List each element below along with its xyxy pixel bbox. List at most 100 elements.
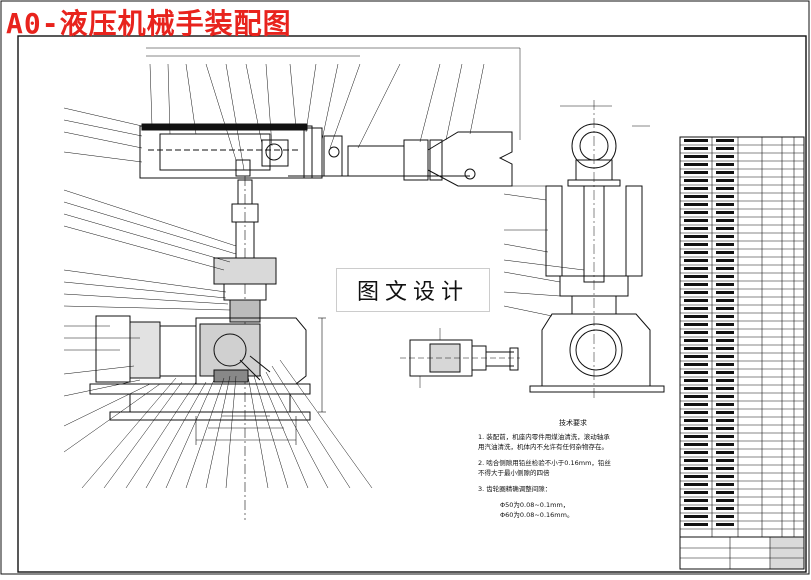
table-cell-text-mark [716,203,734,206]
table-cell-text-mark [716,251,734,254]
watermark-label: 图文设计 [336,268,490,312]
table-cell-text-mark [684,155,708,158]
table-cell-text-mark [716,427,734,430]
table-cell-text-mark [684,467,708,470]
table-cell-text-mark [716,315,734,318]
tech-requirements-heading: 技术要求 [559,419,587,427]
table-cell-text-mark [716,523,734,526]
table-cell-text-mark [716,355,734,358]
table-cell-text-mark [716,419,734,422]
table-cell-text-mark [716,139,734,142]
table-cell-text-mark [684,187,708,190]
table-cell-text-mark [716,403,734,406]
table-cell-text-mark [716,363,734,366]
table-cell-text-mark [684,411,708,414]
table-cell-text-mark [684,379,708,382]
table-cell-text-mark [684,475,708,478]
table-cell-text-mark [684,459,708,462]
detail-view-cylinder [400,328,520,388]
table-cell-text-mark [716,219,734,222]
table-cell-text-mark [716,211,734,214]
table-cell-text-mark [684,507,708,510]
table-cell-text-mark [684,363,708,366]
table-cell-text-mark [684,347,708,350]
table-cell-text-mark [684,339,708,342]
table-cell-text-mark [684,291,708,294]
table-cell-text-mark [716,243,734,246]
table-cell-text-mark [716,171,734,174]
table-cell-text-mark [684,211,708,214]
table-cell-text-mark [684,491,708,494]
table-cell-text-mark [716,467,734,470]
table-cell-text-mark [716,227,734,230]
table-cell-text-mark [716,283,734,286]
table-cell-text-mark [716,155,734,158]
table-cell-text-mark [684,283,708,286]
table-cell-text-mark [684,443,708,446]
tech-requirement-subitem: Φ60为0.08~0.16mm。 [500,511,574,519]
table-cell-text-mark [716,267,734,270]
table-cell-text-mark [684,251,708,254]
table-cell-text-mark [684,219,708,222]
leader-lines-left [63,107,237,453]
technical-requirements: 技术要求 1. 装配前，机座内零件用煤油清洗，滚动轴承 用汽油清洗，机体内不允许… [478,418,668,520]
leader-lines-top [146,47,521,171]
table-cell-text-mark [716,491,734,494]
table-cell-text-mark [716,291,734,294]
table-cell-text-mark [684,323,708,326]
table-cell-text-mark [684,299,708,302]
table-cell-text-mark [716,515,734,518]
tech-requirement-item: 2. 啮合侧隙用铅丝检验不小于0.16mm，铅丝 不得大于最小侧隙的四倍 [478,459,611,477]
table-cell-text-mark [684,435,708,438]
table-cell-text-mark [716,307,734,310]
table-cell-text-mark [684,307,708,310]
table-cell-text-mark [716,339,734,342]
table-cell-text-mark [716,411,734,414]
side-view [503,100,665,400]
table-cell-text-mark [716,331,734,334]
table-cell-text-mark [716,323,734,326]
tech-requirement-item: 1. 装配前，机座内零件用煤油清洗，滚动轴承 用汽油清洗，机体内不允许有任何杂物… [478,433,610,451]
table-cell-text-mark [684,171,708,174]
table-cell-text-mark [716,483,734,486]
dimension-lines [195,317,326,445]
table-cell-text-mark [684,163,708,166]
table-cell-text-mark [716,387,734,390]
table-cell-text-mark [716,275,734,278]
table-cell-text-mark [716,451,734,454]
table-cell-text-mark [684,259,708,262]
table-cell-text-mark [716,195,734,198]
table-cell-text-mark [716,379,734,382]
table-cell-text-mark [684,267,708,270]
table-cell-text-mark [716,459,734,462]
table-cell-text-mark [684,483,708,486]
table-cell-text-mark [716,435,734,438]
table-cell-text-mark [716,163,734,166]
table-cell-text-mark [684,235,708,238]
table-cell-text-mark [684,515,708,518]
table-cell-text-mark [716,371,734,374]
table-cell-text-mark [684,147,708,150]
table-cell-text-mark [684,523,708,526]
table-cell-text-mark [684,419,708,422]
front-view-column [213,176,277,520]
table-cell-text-mark [684,195,708,198]
table-cell-text-mark [684,275,708,278]
table-cell-text-mark [684,427,708,430]
table-cell-text-mark [716,259,734,262]
table-cell-text-mark [684,403,708,406]
table-cell-text-mark [716,395,734,398]
tech-requirement-item: 3. 齿轮圈精确调整间隙： [478,485,552,493]
table-cell-text-mark [716,235,734,238]
table-cell-text-mark [684,499,708,502]
table-cell-text-mark [684,387,708,390]
table-cell-text-mark [684,395,708,398]
table-cell-text-mark [684,203,708,206]
page-title: A0-液压机械手装配图 [6,7,292,40]
table-cell-text-mark [684,355,708,358]
table-cell-text-mark [716,443,734,446]
table-cell-text-mark [684,243,708,246]
